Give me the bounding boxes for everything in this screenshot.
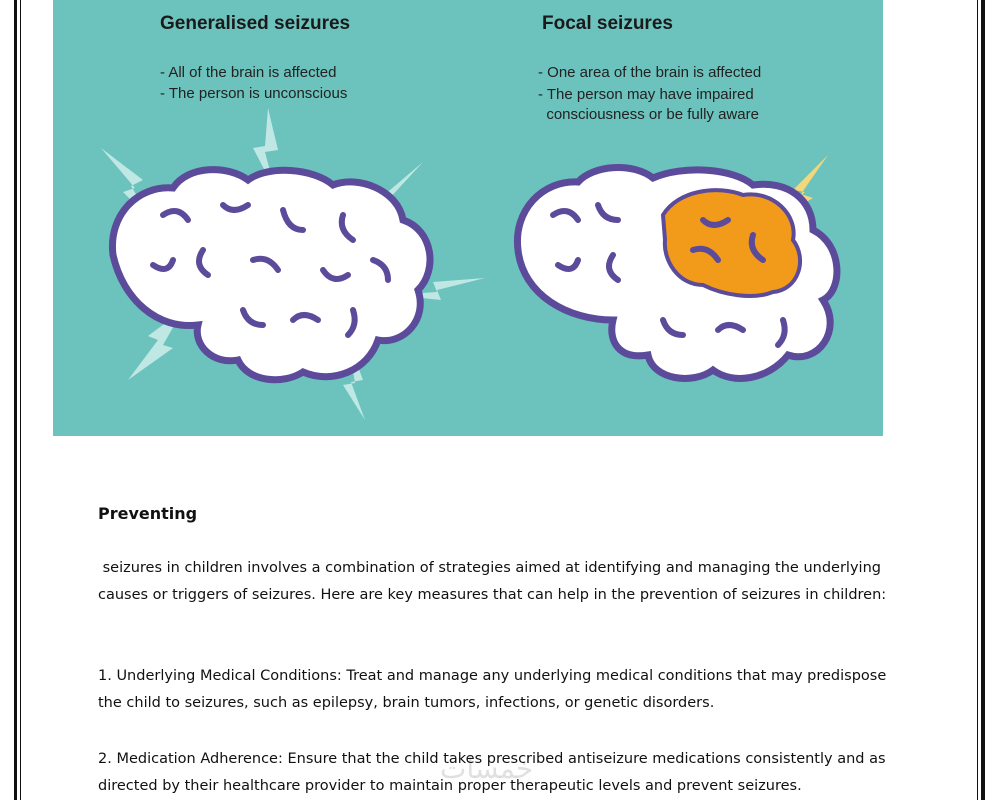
page-border-right-inner <box>977 0 978 800</box>
section-intro: seizures in children involves a combinat… <box>98 560 887 603</box>
seizure-types-figure: Generalised seizures - All of the brain … <box>53 0 883 436</box>
page-border-left <box>14 0 17 800</box>
watermark-logo: خمسات <box>440 752 534 785</box>
focal-point: - One area of the brain is affected <box>538 64 762 81</box>
list-item: 2. Medication Adherence: Ensure that the… <box>98 751 886 794</box>
page-border-left-inner <box>20 0 21 800</box>
generalised-point: - All of the brain is affected <box>160 64 337 81</box>
focal-title: Focal seizures <box>542 13 673 34</box>
page-border-right <box>981 0 985 800</box>
focal-area <box>660 188 803 298</box>
generalised-title: Generalised seizures <box>160 13 351 34</box>
focal-point: consciousness or be fully aware <box>538 106 759 123</box>
generalised-point: - The person is unconscious <box>160 85 348 102</box>
section-heading: Preventing <box>98 504 198 523</box>
focal-point: - The person may have impaired <box>538 86 754 103</box>
brain-illustrations <box>101 108 841 420</box>
list-item: 1. Underlying Medical Conditions: Treat … <box>98 668 887 711</box>
